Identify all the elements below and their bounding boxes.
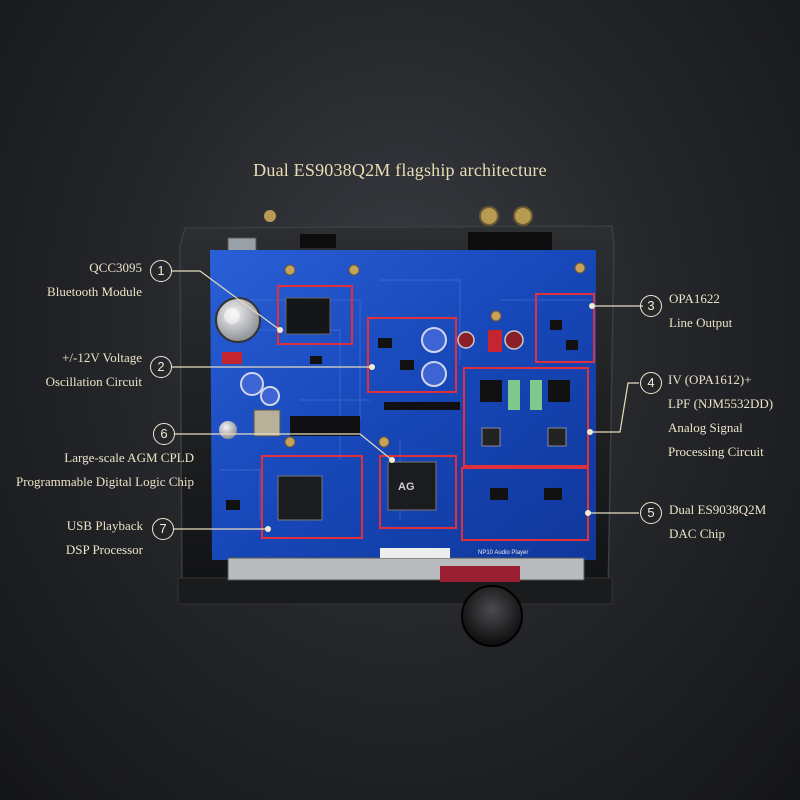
leader-lines <box>172 270 643 530</box>
callout-label-3: OPA1622 Line Output <box>669 287 732 335</box>
callout-3-line-1: OPA1622 <box>669 291 720 306</box>
callout-4-line-3: Analog Signal <box>668 420 743 435</box>
callout-1-line-1: QCC3095 <box>89 260 142 275</box>
callout-number-6: 6 <box>153 423 175 445</box>
callout-label-5: Dual ES9038Q2M DAC Chip <box>669 498 766 546</box>
bt-module <box>285 297 331 335</box>
callout-label-1: QCC3095 Bluetooth Module <box>47 256 142 304</box>
callout-number-2: 2 <box>150 356 172 378</box>
callout-6-line-2: Programmable Digital Logic Chip <box>16 474 194 489</box>
callout-5-line-2: DAC Chip <box>669 526 725 541</box>
volume-knob <box>461 585 523 647</box>
callout-6-line-1: Large-scale AGM CPLD <box>64 450 194 465</box>
callout-2-line-2: Oscillation Circuit <box>45 374 142 389</box>
front-panel <box>177 577 613 605</box>
cpld-chip <box>387 461 437 511</box>
callout-label-4: IV (OPA1612)+ LPF (NJM5532DD) Analog Sig… <box>668 368 773 464</box>
callout-number-7: 7 <box>152 518 174 540</box>
board-model-text: NP10 Audio Player <box>478 550 528 556</box>
page-title: Dual ES9038Q2M flagship architecture <box>253 160 547 180</box>
callout-4-line-1: IV (OPA1612)+ <box>668 372 752 387</box>
highlight-boxes <box>261 285 595 541</box>
chip-logo: AG <box>398 481 415 493</box>
callout-number-4: 4 <box>640 372 662 394</box>
callout-5-line-1: Dual ES9038Q2M <box>669 502 767 517</box>
callout-number-3: 3 <box>640 295 662 317</box>
callout-label-6: Large-scale AGM CPLD Programmable Digita… <box>16 446 194 494</box>
callout-number-1: 1 <box>150 260 172 282</box>
callout-4-line-2: LPF (NJM5532DD) <box>668 396 774 411</box>
callout-1-line-2: Bluetooth Module <box>47 284 142 299</box>
callout-number-5: 5 <box>640 502 662 524</box>
callout-label-2: +/-12V Voltage Oscillation Circuit <box>46 346 142 394</box>
callout-7-line-1: USB Playback <box>66 518 143 533</box>
callout-7-line-2: DSP Processor <box>65 542 143 557</box>
callout-2-line-1: +/-12V Voltage <box>62 350 142 365</box>
callout-label-7: USB Playback DSP Processor <box>66 514 143 562</box>
dsp-chip <box>277 475 323 521</box>
callout-4-line-4: Processing Circuit <box>668 444 764 459</box>
callout-3-line-2: Line Output <box>669 315 733 330</box>
